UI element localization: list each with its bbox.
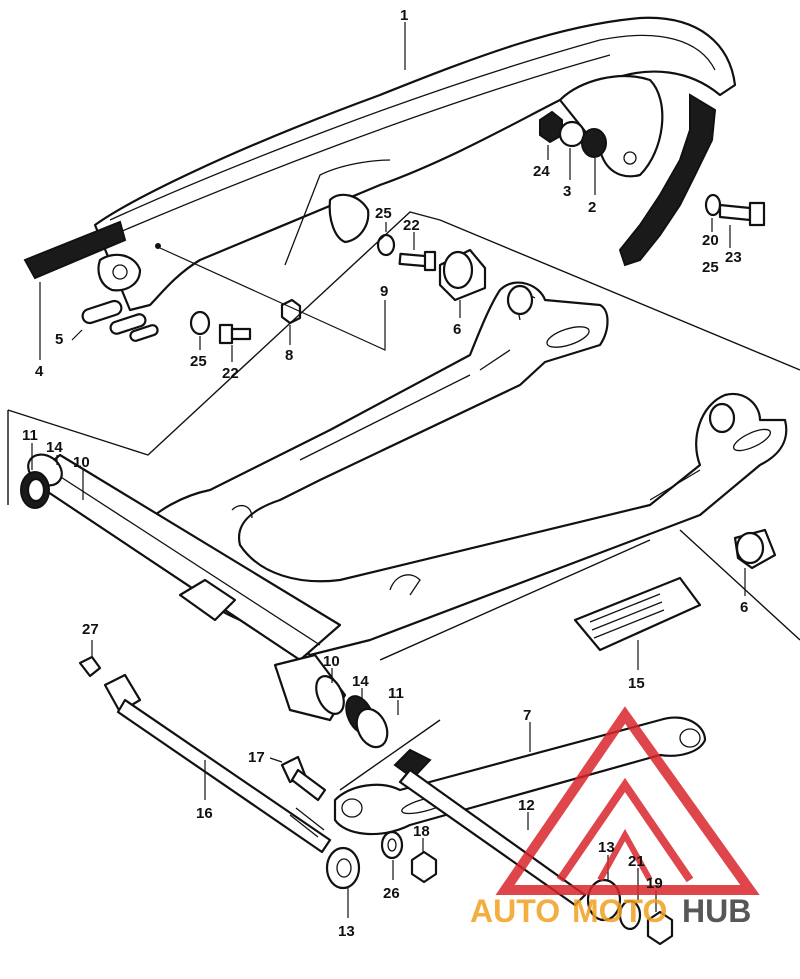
callout-21: 21 xyxy=(628,853,645,870)
washer-26 xyxy=(380,830,404,860)
callout-24: 24 xyxy=(533,163,550,180)
washer-25-lower xyxy=(189,310,211,336)
callout-5: 5 xyxy=(55,331,63,348)
bushing-6-upper xyxy=(438,248,487,302)
leader-lines xyxy=(31,22,746,918)
bushing-6-lower xyxy=(733,528,777,570)
callout-25-upper: 25 xyxy=(375,205,392,222)
axle-12 xyxy=(393,748,587,907)
chain-master-link xyxy=(81,299,159,342)
callout-13-right: 13 xyxy=(598,839,615,856)
callout-11-upper: 11 xyxy=(22,427,38,444)
callout-25-right: 25 xyxy=(702,259,719,276)
callout-14-upper: 14 xyxy=(46,439,63,456)
callout-16: 16 xyxy=(196,805,213,822)
caution-label xyxy=(573,576,702,652)
washer-20 xyxy=(704,193,722,217)
watermark-m-mark xyxy=(597,828,653,882)
assembly-boundary-lines xyxy=(7,211,800,791)
bolt-22-lower xyxy=(218,323,252,345)
drive-chain-right xyxy=(618,93,717,267)
pivot-bushing-10-lower xyxy=(273,653,347,722)
watermark-triangle xyxy=(495,706,760,895)
callout-17: 17 xyxy=(248,749,265,766)
callout-27: 27 xyxy=(82,621,99,638)
callout-13-left: 13 xyxy=(338,923,355,940)
callout-25-lower: 25 xyxy=(190,353,207,370)
nut-19 xyxy=(646,910,674,946)
cap-11-lower xyxy=(355,707,389,749)
callout-3: 3 xyxy=(563,183,571,200)
callout-10-lower: 10 xyxy=(323,653,340,670)
callout-8: 8 xyxy=(285,347,293,364)
callout-14-lower: 14 xyxy=(352,673,369,690)
pivot-tube xyxy=(20,453,342,662)
callout-10-upper: 10 xyxy=(73,454,90,471)
swing-arm xyxy=(138,281,788,657)
callout-6-upper: 6 xyxy=(453,321,461,338)
bolt-23 xyxy=(718,201,766,227)
callout-1: 1 xyxy=(400,7,408,24)
callout-6-lower: 6 xyxy=(740,599,748,616)
bolt-22-upper xyxy=(398,250,437,272)
washer-21 xyxy=(618,899,642,931)
callout-22-lower: 22 xyxy=(222,365,239,382)
watermark-inner-triangle xyxy=(556,777,694,883)
washer-25-upper xyxy=(376,233,396,257)
callout-26: 26 xyxy=(383,885,400,902)
callout-7: 7 xyxy=(523,707,531,724)
nut-24 xyxy=(539,110,563,144)
pivot-bolt-16 xyxy=(103,673,332,854)
callout-23: 23 xyxy=(725,249,742,266)
callout-12: 12 xyxy=(518,797,535,814)
chain-case xyxy=(93,16,737,312)
callout-2: 2 xyxy=(588,199,596,216)
callout-9: 9 xyxy=(380,283,388,300)
nut-18 xyxy=(410,850,438,884)
callout-18: 18 xyxy=(413,823,430,840)
watermark-text-auto: AUTO xyxy=(470,893,560,929)
callout-20: 20 xyxy=(702,232,719,249)
watermark-text-moto: MOTO xyxy=(572,893,667,929)
callout-22-upper: 22 xyxy=(403,217,420,234)
grease-fitting-27 xyxy=(78,655,102,678)
collar-13-left xyxy=(325,846,361,890)
drive-chain-left xyxy=(23,220,127,280)
bolt-17 xyxy=(280,755,327,802)
bushing-2 xyxy=(581,128,607,158)
callout-4: 4 xyxy=(35,363,44,380)
callout-19: 19 xyxy=(646,875,663,892)
callout-15: 15 xyxy=(628,675,645,692)
collar-3 xyxy=(558,120,586,148)
watermark-logo: AUTO MOTO HUB xyxy=(470,706,760,929)
nut-8 xyxy=(280,298,302,325)
callout-labels: 1 2 3 24 20 25 23 25 22 6 9 8 25 22 5 4 … xyxy=(22,7,748,940)
watermark-text-hub: HUB xyxy=(682,893,751,929)
callout-11-lower: 11 xyxy=(388,685,404,702)
